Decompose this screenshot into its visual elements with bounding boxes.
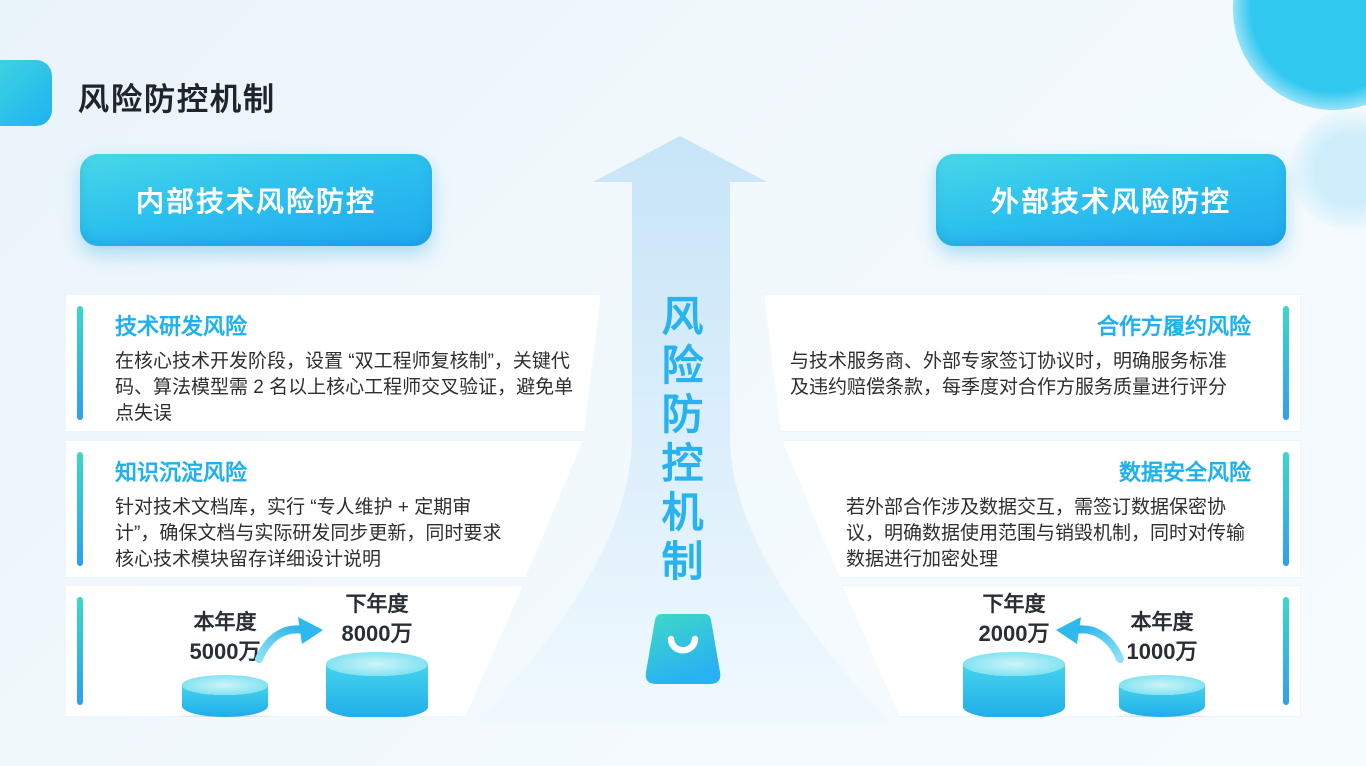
metric-value: 2000万 [978,621,1050,647]
corner-circle-decoration [1233,0,1366,110]
cylinder-small-icon [180,673,270,719]
accent-bar [77,306,83,420]
accent-bar [77,452,83,566]
header-internal-risk: 内部技术风险防控 [80,154,432,246]
card-body: 若外部合作涉及数据交互，需签订数据保密协议，明确数据使用范围与销毁机制，同时对传… [846,497,1246,571]
metric-current-year: 本年度 1000万 [1094,609,1230,717]
title-square-decoration [0,60,52,126]
metric-label: 本年度 [1130,611,1194,634]
card-body: 在核心技术开发阶段，设置 “双工程师复核制”，关键代码、算法模型需 2 名以上核… [115,351,574,425]
card-left-budget: 本年度 5000万 [65,585,523,717]
header-external-risk-label: 外部技术风险防控 [990,186,1231,217]
card-title: 知识沉淀风险 [115,460,248,485]
card-title: 技术研发风险 [115,314,248,339]
metric-label: 下年度 [345,593,409,616]
card-knowledge-risk: 知识沉淀风险 针对技术文档库，实行 “专人维护 + 定期审计”，确保文档与实际研… [65,440,583,578]
up-arrow-funnel-icon [475,136,892,724]
funnel-vertical-title: 风险防控机制 [656,294,703,588]
accent-bar [1283,452,1289,566]
header-external-risk: 外部技术风险防控 [936,154,1286,246]
metric-value: 1000万 [1126,639,1198,665]
metric-value: 5000万 [189,639,261,665]
card-partner-risk: 合作方履约风险 与技术服务商、外部专家签订协议时，明确服务标准及违约赔偿条款，每… [764,294,1301,432]
card-title: 合作方履约风险 [1096,314,1251,339]
accent-bar [1283,306,1289,420]
accent-bar [1283,597,1289,705]
card-body: 与技术服务商、外部专家签订协议时，明确服务标准及违约赔偿条款，每季度对合作方服务… [790,351,1228,399]
shopping-bag-icon [645,614,721,684]
rise-arrow-icon [1056,617,1124,663]
cylinder-small-icon [1119,675,1205,717]
card-tech-rd-risk: 技术研发风险 在核心技术开发阶段，设置 “双工程师复核制”，关键代码、算法模型需… [65,294,601,432]
card-body: 针对技术文档库，实行 “专人维护 + 定期审计”，确保文档与实际研发同步更新，同… [115,497,502,571]
header-internal-risk-label: 内部技术风险防控 [135,186,376,217]
metric-label: 下年度 [982,593,1046,616]
metric-value: 8000万 [341,621,413,647]
metric-label: 本年度 [193,611,257,634]
rise-arrow-icon [253,615,325,663]
page-title: 风险防控机制 [78,82,276,117]
cylinder-large-icon [963,652,1065,717]
card-right-budget: 下年度 2000万 本年度 1000万 [842,585,1301,717]
cylinder-large-icon [324,651,430,721]
metric-next-year: 下年度 8000万 [309,591,445,728]
metric-next-year: 下年度 2000万 [946,591,1082,717]
soft-blob-decoration [1290,110,1366,230]
card-data-security-risk: 数据安全风险 若外部合作涉及数据交互，需签订数据保密协议，明确数据使用范围与销毁… [782,440,1301,578]
card-title: 数据安全风险 [1118,460,1251,485]
accent-bar [77,597,83,705]
